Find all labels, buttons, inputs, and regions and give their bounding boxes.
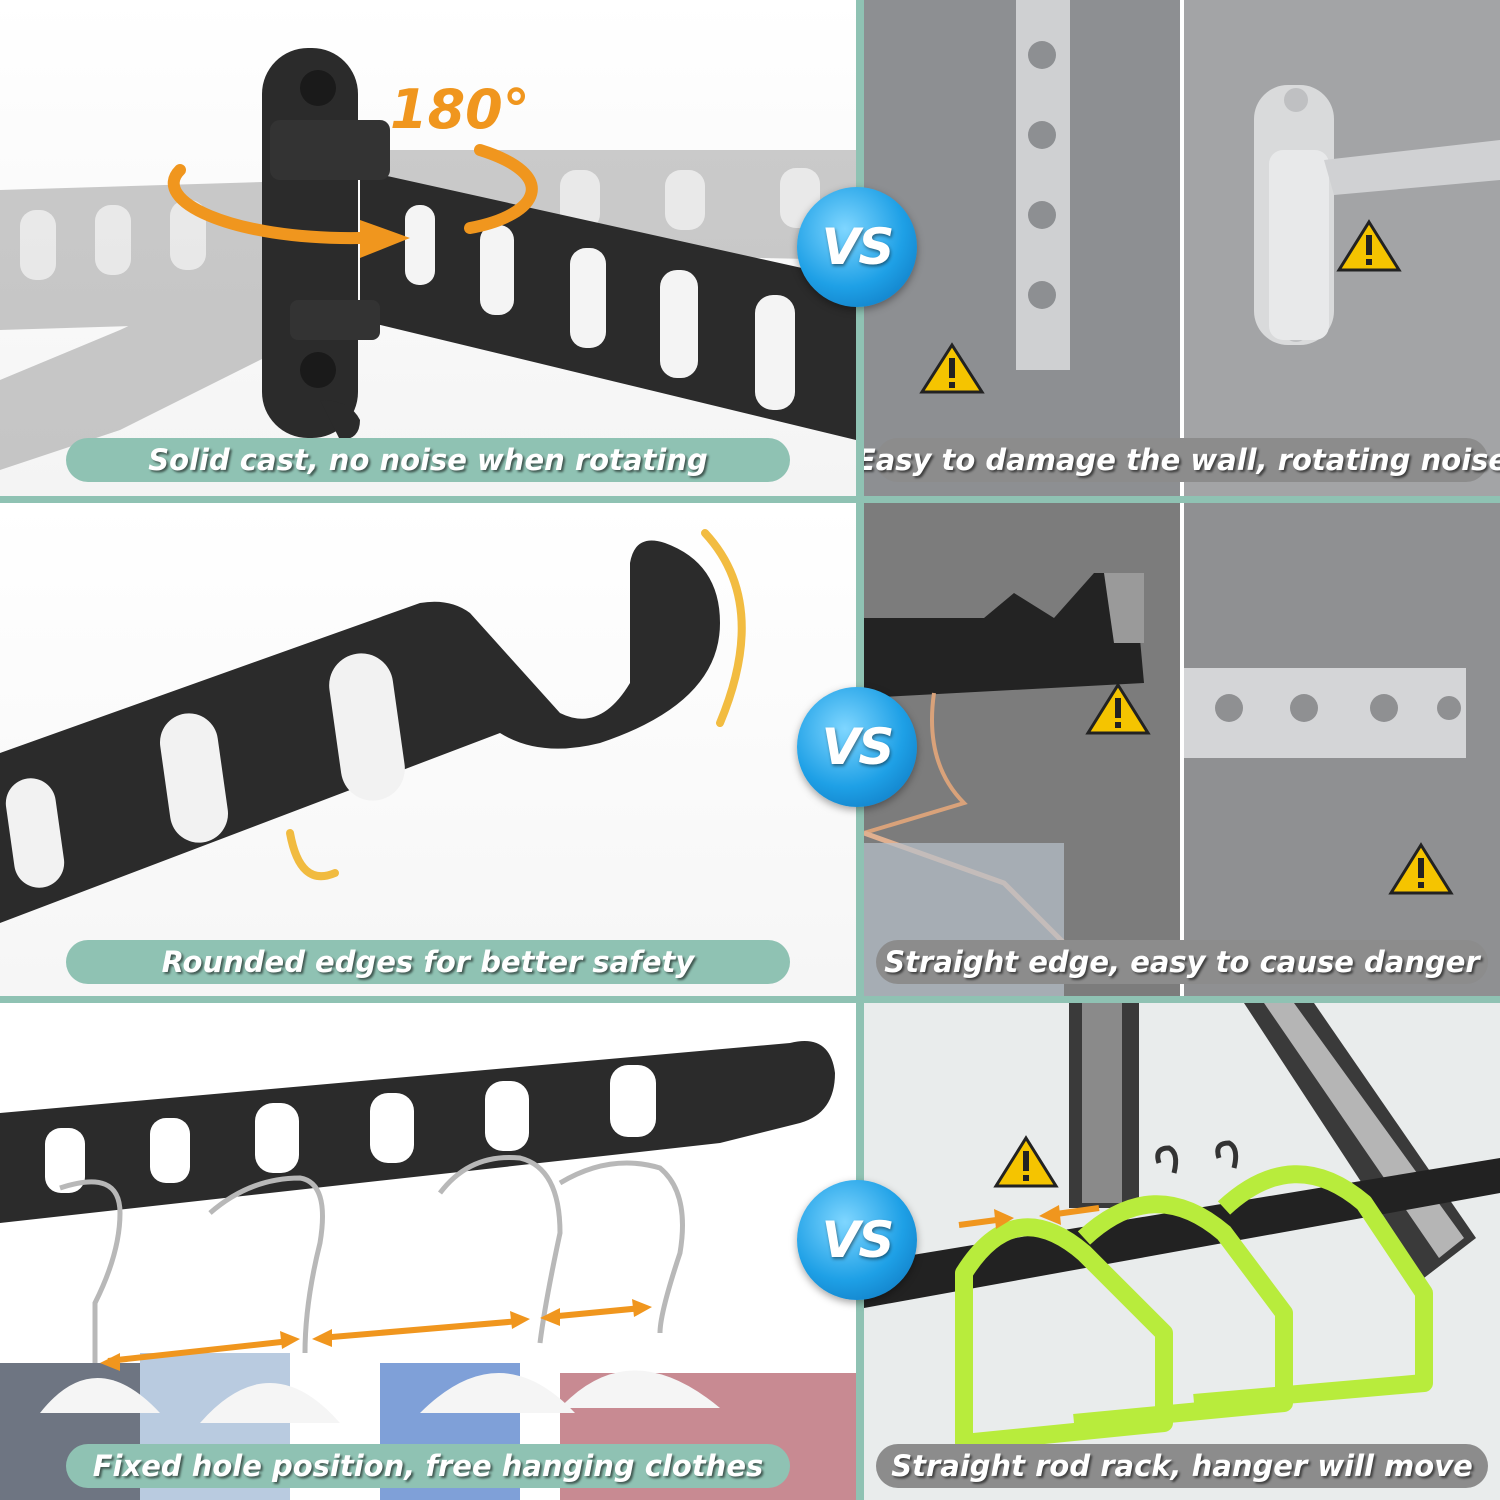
vs-badge-2: VS (797, 687, 917, 807)
panel-competitor-wall-damage: Easy to damage the wall, rotating noise (864, 0, 1500, 496)
good-caption-3: Fixed hole position, free hanging clothe… (66, 1444, 790, 1488)
bad-caption-1: Easy to damage the wall, rotating noise (864, 438, 1500, 482)
hanging-clothes-illustration (0, 1041, 856, 1500)
warning-icon (1388, 842, 1454, 895)
vs-badge-1: VS (797, 187, 917, 307)
rotation-degree-label: 180° (390, 78, 530, 141)
rounded-hook-illustration (0, 529, 746, 923)
warning-icon (1085, 682, 1151, 735)
warning-icon (1336, 219, 1402, 272)
warning-icon (919, 342, 985, 394)
row-divider-2 (0, 996, 1500, 1003)
good-caption-2: Rounded edges for better safety (66, 940, 790, 984)
good-caption-1: Solid cast, no noise when rotating (66, 438, 790, 482)
panel-solid-cast: 180° Solid cast, no noise when rotating (0, 0, 856, 496)
straight-edge-illustration (864, 503, 1500, 996)
competitor-bracket-illustration (864, 0, 1500, 496)
panel-fixed-holes: Fixed hole position, free hanging clothe… (0, 1003, 856, 1500)
spacing-arrow-icon (958, 1205, 1100, 1229)
spacing-arrow-icon (100, 1299, 652, 1371)
bad-caption-2: Straight edge, easy to cause danger (876, 940, 1488, 984)
panel-competitor-straight-edge: Straight edge, easy to cause danger (864, 503, 1500, 996)
panel-competitor-rod-rack: Straight rod rack, hanger will move (864, 1003, 1500, 1500)
rod-rack-illustration (864, 1003, 1500, 1452)
row-divider-1 (0, 496, 1500, 503)
vs-badge-3: VS (797, 1180, 917, 1300)
warning-icon (993, 1135, 1059, 1188)
bad-caption-3: Straight rod rack, hanger will move (876, 1444, 1488, 1488)
rotation-arrow-icon (167, 144, 538, 258)
panel-rounded-edges: Rounded edges for better safety (0, 503, 856, 996)
rotating-rack-illustration (0, 48, 856, 470)
